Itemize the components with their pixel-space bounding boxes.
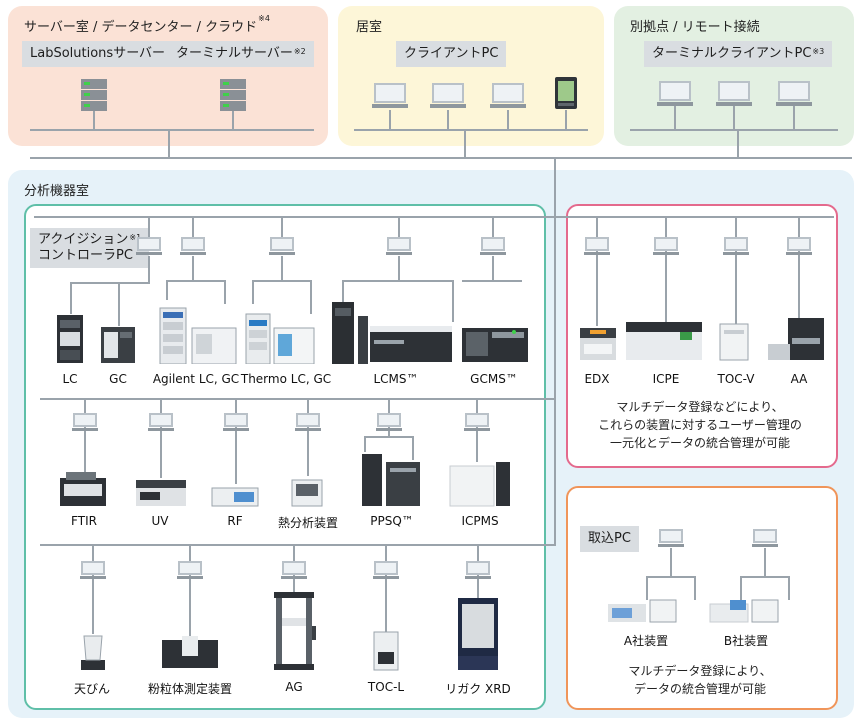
tablet-terminal-icon (555, 77, 577, 109)
device-label: AA (790, 372, 808, 386)
gc-device-icon (101, 327, 135, 363)
client-pc-label: クライアントPC (396, 41, 507, 67)
living-zone-title: 居室 (356, 20, 383, 35)
toc-l-device-icon (373, 631, 399, 671)
device-label: LCMS™ (373, 372, 419, 386)
monitor-icon (148, 413, 174, 431)
labsolutions-server-label: LabSolutionsサーバー (22, 41, 174, 67)
server-rack-icon (220, 79, 246, 111)
ag-device-icon (274, 592, 316, 670)
intake-pc-label: 取込PC (580, 526, 639, 552)
monitor-icon (465, 561, 491, 579)
server-zone-title: サーバー室 / データセンター / クラウド※4 (24, 14, 270, 35)
living-room-zone (338, 6, 604, 146)
device-label: RF (227, 514, 243, 528)
company-a-device-icon (608, 599, 677, 623)
pink-note: マルチデータ登録などにより、 これらの装置に対するユーザー管理の 一元化とデータ… (598, 400, 802, 450)
uv-device-icon (136, 480, 186, 506)
orange-note: マルチデータ登録により、 データの統合管理が可能 (628, 664, 772, 696)
device-label: GCMS™ (470, 372, 518, 386)
device-label: B社装置 (723, 634, 769, 648)
monitor-icon (136, 237, 162, 255)
monitor-icon (584, 237, 610, 255)
thermo-lc-gc-icon (245, 313, 315, 364)
monitor-icon (658, 529, 684, 547)
monitor-icon (295, 413, 321, 431)
rf-device-icon (211, 487, 259, 507)
device-label: AG (285, 680, 303, 694)
gcms-device-icon (462, 328, 528, 362)
device-label: Agilent LC, GC (152, 372, 240, 386)
lcms-device-icon (332, 302, 452, 364)
monitor-icon (490, 83, 526, 108)
monitor-icon (269, 237, 295, 255)
monitor-icon (723, 237, 749, 255)
monitor-icon (386, 237, 412, 255)
device-label: リガク XRD (445, 682, 511, 696)
monitor-icon (372, 83, 408, 108)
device-label: LC (62, 372, 78, 386)
icpms-device-icon (449, 462, 510, 507)
balance-device-icon (81, 635, 105, 670)
device-label: Thermo LC, GC (240, 372, 332, 386)
orange-box (566, 486, 838, 710)
monitor-icon (72, 413, 98, 431)
monitor-icon (180, 237, 206, 255)
monitor-icon (376, 413, 402, 431)
company-b-device-icon (709, 599, 779, 623)
terminal-server-label: ターミナルサーバー※2 (168, 41, 314, 67)
monitor-icon (786, 237, 812, 255)
monitor-icon (464, 413, 490, 431)
device-label: EDX (584, 372, 610, 386)
toc-v-device-icon (719, 323, 749, 361)
remote-zone-title: 別拠点 / リモート接続 (630, 20, 760, 35)
device-label: GC (109, 372, 127, 386)
monitor-icon (716, 81, 752, 106)
monitor-icon (657, 81, 693, 106)
edx-device-icon (580, 328, 616, 360)
ppsq-device-icon (362, 454, 420, 506)
terminal-client-pc-label: ターミナルクライアントPC※3 (644, 41, 833, 67)
device-label: FTIR (71, 514, 97, 528)
device-label: TOC-V (717, 372, 755, 386)
monitor-icon (776, 81, 812, 106)
monitor-icon (223, 413, 249, 431)
monitor-icon (373, 561, 399, 579)
monitor-icon (480, 237, 506, 255)
device-label: 天びん (73, 682, 111, 696)
lc-device-icon (57, 315, 83, 363)
device-label: 熱分析装置 (277, 516, 339, 530)
aa-device-icon (768, 318, 824, 360)
server-rack-icon (81, 79, 107, 111)
device-label: PPSQ™ (370, 514, 414, 528)
device-label: 粉粒体測定装置 (147, 682, 233, 696)
monitor-icon (752, 529, 778, 547)
device-label: UV (151, 514, 169, 528)
device-label: TOC-L (367, 680, 405, 694)
thermal-analysis-icon (291, 479, 323, 507)
server-room-zone (8, 6, 328, 146)
device-label: ICPE (652, 372, 680, 386)
icpe-device-icon (626, 322, 702, 360)
monitor-icon (430, 83, 466, 108)
ftir-device-icon (60, 472, 106, 506)
xrd-device-icon (458, 598, 498, 670)
monitor-icon (653, 237, 679, 255)
monitor-icon (80, 561, 106, 579)
powder-analyzer-icon (162, 636, 218, 668)
device-label: ICPMS (461, 514, 499, 528)
monitor-icon (177, 561, 203, 579)
device-label: A社装置 (623, 634, 669, 648)
lab-zone-title: 分析機器室 (24, 184, 90, 199)
monitor-icon (281, 561, 307, 579)
agilent-lc-gc-icon (159, 307, 237, 364)
